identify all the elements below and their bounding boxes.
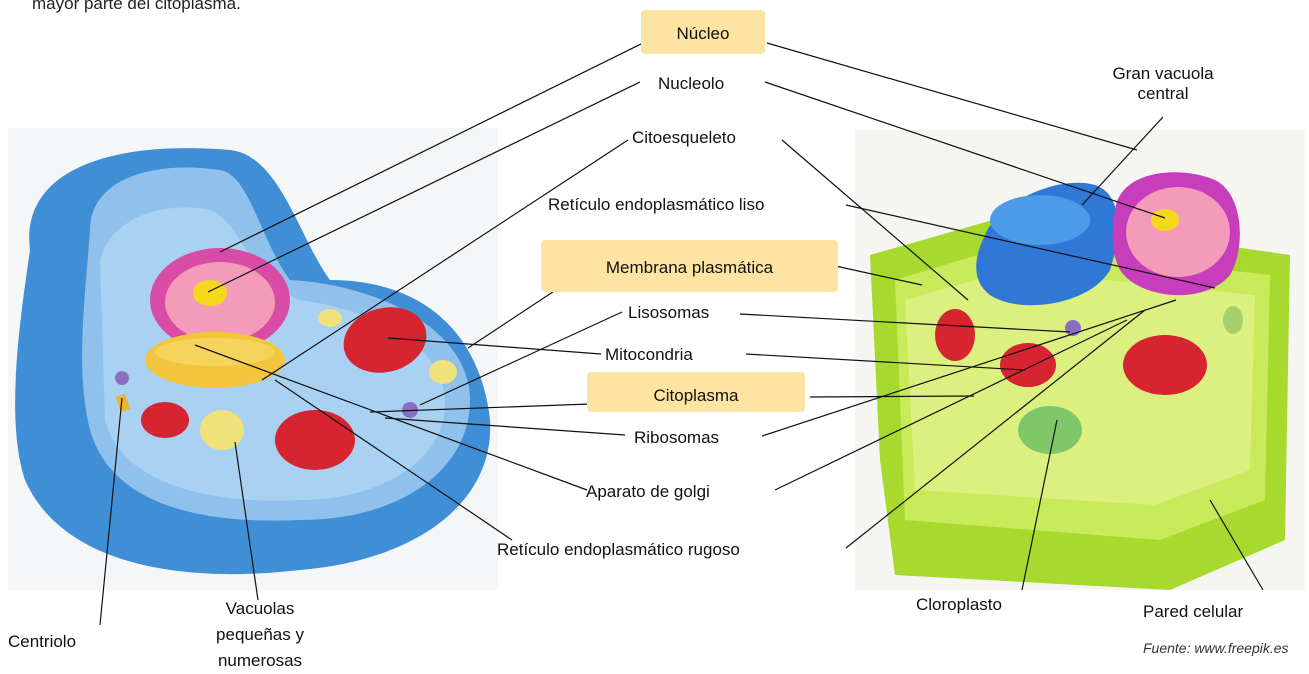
- label-citoplasma: Citoplasma: [587, 372, 805, 412]
- label-vacuolas-line3: numerosas: [217, 651, 303, 670]
- label-citoesqueleto: Citoesqueleto: [632, 128, 736, 147]
- label-vacuolas-line1: Vacuolas: [225, 599, 295, 618]
- label-citoplasma-text: Citoplasma: [653, 386, 739, 405]
- label-lisosomas: Lisosomas: [628, 303, 710, 322]
- label-gran-vacuola: Gran vacuola central: [1093, 64, 1233, 104]
- label-nucleo-text: Núcleo: [676, 24, 730, 43]
- label-pared-celular: Pared celular: [1143, 602, 1244, 621]
- label-membrana-plasmatica: Membrana plasmática: [541, 240, 838, 292]
- animal-cell-illustration: [8, 128, 498, 590]
- label-nucleolo: Nucleolo: [658, 74, 725, 93]
- label-nucleo: Núcleo: [641, 10, 765, 54]
- leader-lines: [99, 42, 1264, 626]
- top-caption: mayor parte del citoplasma.: [32, 0, 241, 13]
- label-gran-vacuola-line1: Gran vacuola: [1112, 64, 1214, 83]
- label-gran-vacuola-line2: central: [1137, 84, 1189, 103]
- label-mitocondria: Mitocondria: [605, 345, 693, 364]
- label-membrana-text: Membrana plasmática: [605, 258, 774, 277]
- label-vacuolas: Vacuolas pequeñas y numerosas: [190, 596, 330, 674]
- label-cloroplasto: Cloroplasto: [916, 595, 1002, 614]
- label-ribosomas: Ribosomas: [634, 428, 720, 447]
- source-caption: Fuente: www.freepik.es: [1143, 640, 1289, 656]
- label-aparato-golgi: Aparato de golgi: [586, 482, 710, 501]
- label-reticulo-liso: Retículo endoplasmático liso: [548, 195, 765, 214]
- plant-cell-illustration: [855, 130, 1305, 590]
- label-reticulo-rugoso: Retículo endoplasmático rugoso: [497, 540, 740, 559]
- label-centriolo: Centriolo: [8, 632, 77, 651]
- label-vacuolas-line2: pequeñas y: [216, 625, 304, 644]
